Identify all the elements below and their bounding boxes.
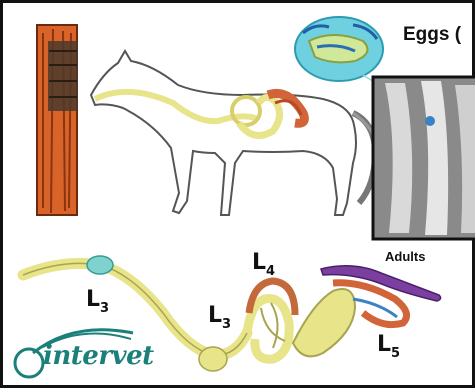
adults-photo [373,77,475,239]
stage-label-l3-second: L3 [208,305,231,331]
stage-label-l4: L4 [252,252,275,278]
intervet-logo: intervet [43,343,154,369]
wooden-post [37,25,78,215]
eggs-title: Eggs ( [403,25,461,44]
adults-label: Adults [385,250,425,263]
stage-label-l5: L5 [377,334,400,360]
diagram-artwork [3,3,475,391]
stage-label-l3-first: L3 [86,289,109,315]
